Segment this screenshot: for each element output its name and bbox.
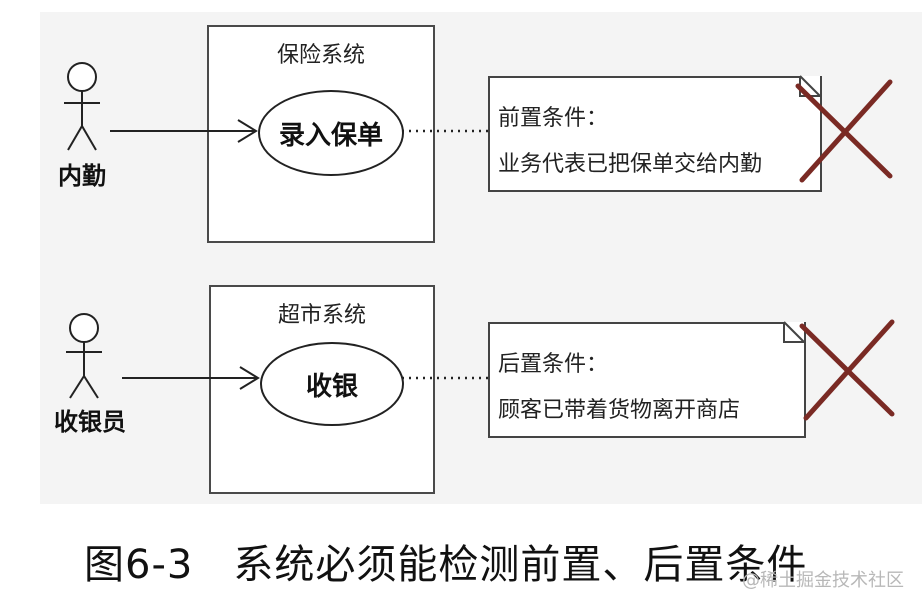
cross-mark-icon	[795, 79, 893, 183]
note-body: 业务代表已把保单交给内勤	[498, 152, 763, 177]
actor-label-cashier: 收银员	[54, 408, 126, 436]
actor-stick-figure-icon	[66, 313, 102, 399]
note-fold-corner	[799, 75, 821, 97]
actor-label-clerk: 内勤	[58, 162, 106, 190]
association-arrow	[122, 366, 260, 390]
caption-text: 系统必须能检测前置、后置条件	[233, 542, 808, 588]
note-heading: 后置条件：	[498, 352, 609, 377]
actor-stick-figure-icon	[64, 62, 100, 151]
system-title: 超市系统	[277, 303, 366, 328]
system-title: 保险系统	[276, 43, 365, 68]
note-fold-corner	[783, 321, 805, 343]
use-case-checkout: 收银	[260, 342, 404, 426]
postcondition-note: 后置条件： 顾客已带着货物离开商店	[488, 322, 806, 438]
watermark: @稀土掘金技术社区	[742, 570, 904, 591]
use-case-enter-policy: 录入保单	[258, 90, 404, 176]
note-heading: 前置条件：	[498, 106, 609, 131]
figure-number: 图6-3	[84, 542, 194, 588]
note-body: 顾客已带着货物离开商店	[498, 398, 741, 423]
precondition-note: 前置条件： 业务代表已把保单交给内勤	[488, 76, 822, 192]
figure-caption: 图6-3 系统必须能检测前置、后置条件	[84, 532, 807, 590]
cross-mark-icon	[799, 319, 895, 421]
association-arrow	[110, 119, 258, 143]
